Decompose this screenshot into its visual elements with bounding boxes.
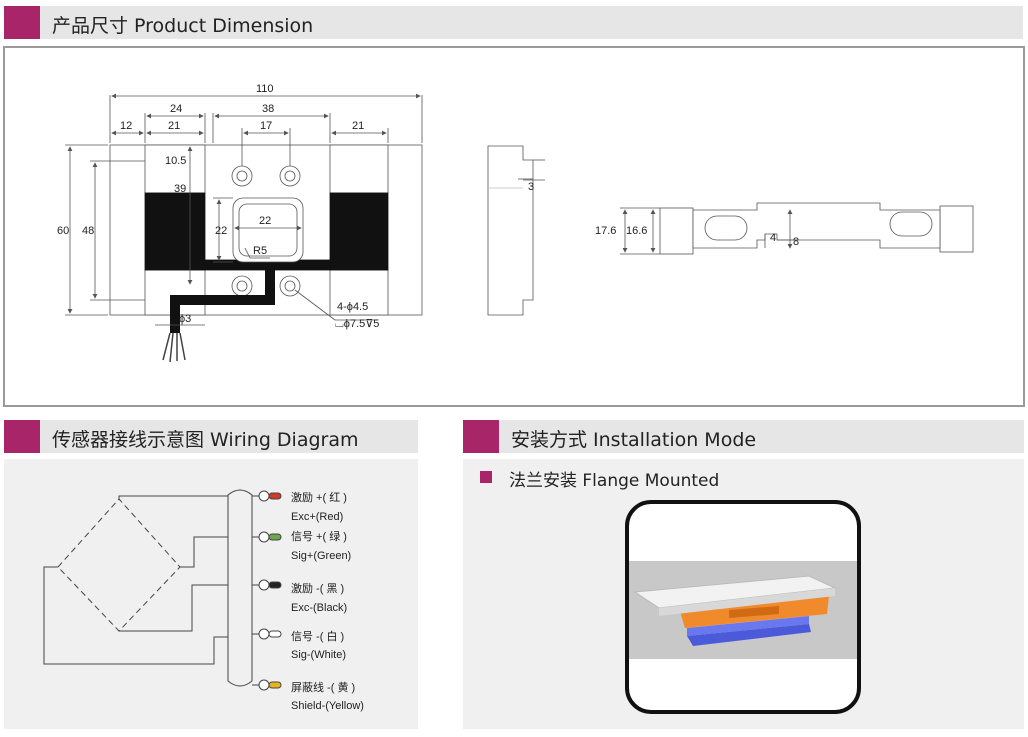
dim-hole-center: 39 [174,183,186,195]
dim-front-thickness: 8 [793,236,799,248]
hole-note-2: ⌴ϕ7.5⊽5 [335,318,379,330]
wire-4-en: Sig-(White) [291,649,346,661]
wire-1-cn: 激励 +( 红 ) [291,490,347,504]
flange-mounted-render [629,561,857,659]
dim-front-inner: 16.6 [626,225,647,237]
dimension-section-title: 产品尺寸 Product Dimension [52,15,314,37]
cable-bundle [227,489,253,687]
wire-2-cn: 信号 +( 绿 ) [291,529,347,543]
installation-panel: 法兰安装 Flange Mounted [463,459,1024,729]
wire-5-cn: 屏蔽线 -( 黄 ) [291,680,355,694]
dim-hole-spacing: 17 [260,120,272,132]
installation-section-header: 安装方式 Installation Mode [463,420,1024,453]
top-view-dimensions [65,93,423,326]
wiring-diagram: 激励 +( 红 ) Exc+(Red) 信号 +( 绿 ) Sig+(Green… [43,489,364,712]
section-marker [463,420,499,453]
wiring-section-title: 传感器接线示意图 Wiring Diagram [52,429,359,451]
section-marker [4,420,40,453]
dim-overall-width: 110 [256,83,274,95]
wire-terminals [258,490,282,691]
wiring-section-header: 传感器接线示意图 Wiring Diagram [4,420,418,453]
wire-4-cn: 信号 -( 白 ) [291,629,344,643]
dim-window-width: 22 [259,215,271,227]
section-marker [4,6,40,39]
sub-label-marker [480,471,492,483]
dimension-drawing-panel: 110 24 38 12 21 17 21 10.5 39 60 48 22 2… [3,46,1025,407]
dim-front-outer: 17.6 [595,225,616,237]
dim-side-depth: 3 [528,181,534,193]
dimension-section-header: 产品尺寸 Product Dimension [4,6,1023,39]
dim-section-left: 21 [168,120,180,132]
dimension-drawing: 110 24 38 12 21 17 21 10.5 39 60 48 22 2… [57,83,974,363]
dim-end-width: 12 [120,120,132,132]
side-view [487,145,545,316]
dim-section-right: 21 [352,120,364,132]
mount-hole [279,275,301,297]
dim-inner-height: 48 [82,225,94,237]
wire-5-en: Shield-(Yellow) [291,700,364,712]
installation-section-title: 安装方式 Installation Mode [511,429,757,451]
installation-sub-label: 法兰安装 Flange Mounted [509,471,720,491]
wire-2-en: Sig+(Green) [291,550,351,562]
wire-3-cn: 激励 -( 黑 ) [291,581,344,595]
top-view-body [109,144,423,363]
dim-corner-radius: R5 [253,245,267,257]
hole-note-1: 4-ϕ4.5 [337,301,368,313]
dim-center-width: 38 [262,103,274,115]
wire-1-en: Exc+(Red) [291,511,343,523]
dim-overall-height: 60 [57,225,69,237]
dim-cable-diameter: ϕ3 [179,313,191,325]
dim-front-gap: 4 [770,232,776,244]
wire-3-en: Exc-(Black) [291,602,347,614]
installation-image-frame [625,500,861,714]
dim-left-offset: 24 [170,103,182,115]
dim-window-height: 22 [215,225,227,237]
wiring-panel: 激励 +( 红 ) Exc+(Red) 信号 +( 绿 ) Sig+(Green… [4,459,418,729]
front-view [620,202,974,255]
dim-hole-offset: 10.5 [165,155,186,167]
